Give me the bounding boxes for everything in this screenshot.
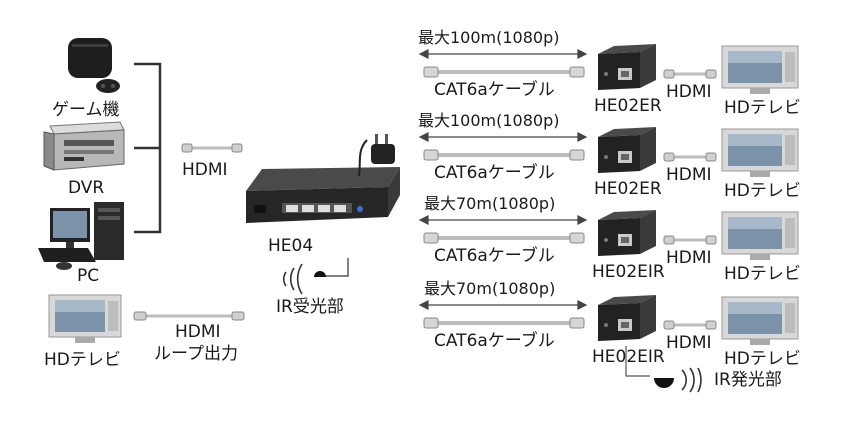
row-0-receiver-icon: [598, 44, 656, 90]
row-3-distance: 最大70m(1080p): [424, 279, 556, 298]
row-0-cable-label: CAT6aケーブル: [434, 80, 555, 100]
row-2-hdmi-label: HDMI: [666, 248, 712, 268]
ir-emitter-icon: [654, 367, 702, 393]
row-1-tv-label: HDテレビ: [724, 181, 801, 201]
row-1-receiver-name: HE02ER: [594, 179, 662, 199]
row-0-receiver-name: HE02ER: [594, 96, 662, 116]
row-0-tv-label: HDテレビ: [724, 98, 801, 118]
hub-name: HE04: [268, 236, 314, 256]
row-3-receiver-name: HE02EIR: [592, 347, 665, 367]
source-label-game: ゲーム機: [52, 100, 120, 120]
hub-hdmi-label: HDMI: [182, 160, 228, 180]
loop-label-output: ループ出力: [154, 344, 238, 364]
row-0-cat6a-cable-icon: [423, 66, 585, 78]
row-2-hdtv-icon: [721, 211, 799, 260]
row-2-receiver-icon: [598, 210, 656, 256]
loop-tv-label: HDテレビ: [44, 350, 121, 370]
row-3-receiver-icon: [598, 295, 656, 341]
loop-tv-icon: [48, 294, 122, 343]
row-2-hdmi-cable-icon: [663, 235, 717, 245]
loop-hdmi-cable-icon: [133, 311, 245, 321]
row-0-hdtv-icon: [721, 45, 799, 94]
row-1-hdtv-icon: [721, 128, 799, 177]
row-3-cable-label: CAT6aケーブル: [434, 331, 555, 351]
source-label-pc: PC: [77, 266, 100, 286]
row-0-hdmi-cable-icon: [663, 69, 717, 79]
loop-label-hdmi: HDMI: [175, 322, 221, 342]
row-1-cable-label: CAT6aケーブル: [434, 163, 555, 183]
power-adapter-icon: [358, 134, 395, 177]
ir-receiver-pointer: [325, 258, 349, 277]
row-2-tv-label: HDテレビ: [724, 264, 801, 284]
hub-ir-label: IR受光部: [276, 297, 344, 317]
row-1-receiver-icon: [598, 127, 656, 173]
source-label-dvr: DVR: [68, 178, 105, 198]
row-3-tv-label: HDテレビ: [724, 349, 801, 369]
row-1-distance: 最大100m(1080p): [418, 111, 560, 130]
pc-icon: [38, 202, 124, 270]
row-1-hdmi-label: HDMI: [666, 165, 712, 185]
row-0-hdmi-label: HDMI: [666, 82, 712, 102]
he04-splitter-icon: [246, 167, 400, 223]
distance-arrows: [418, 49, 588, 310]
ir-emitter-cable: [625, 346, 650, 377]
row-0-distance: 最大100m(1080p): [418, 28, 560, 47]
row-3-hdtv-icon: [721, 296, 799, 345]
ir-receiver-waves-icon: [282, 263, 303, 295]
input-hdmi-cable-icon: [181, 143, 243, 153]
game-console-icon: [68, 38, 120, 93]
ir-emitter-label: IR発光部: [714, 370, 782, 390]
ir-receiver-sensor-icon: [314, 271, 326, 277]
row-1-cat6a-cable-icon: [423, 149, 585, 161]
row-1-hdmi-cable-icon: [663, 152, 717, 162]
row-2-cable-label: CAT6aケーブル: [434, 246, 555, 266]
row-2-cat6a-cable-icon: [423, 232, 585, 244]
row-3-hdmi-label: HDMI: [666, 333, 712, 353]
row-2-receiver-name: HE02EIR: [592, 262, 665, 282]
row-3-hdmi-cable-icon: [663, 320, 717, 330]
dvr-icon: [43, 121, 125, 171]
row-2-distance: 最大70m(1080p): [424, 194, 556, 213]
row-3-cat6a-cable-icon: [423, 317, 585, 329]
